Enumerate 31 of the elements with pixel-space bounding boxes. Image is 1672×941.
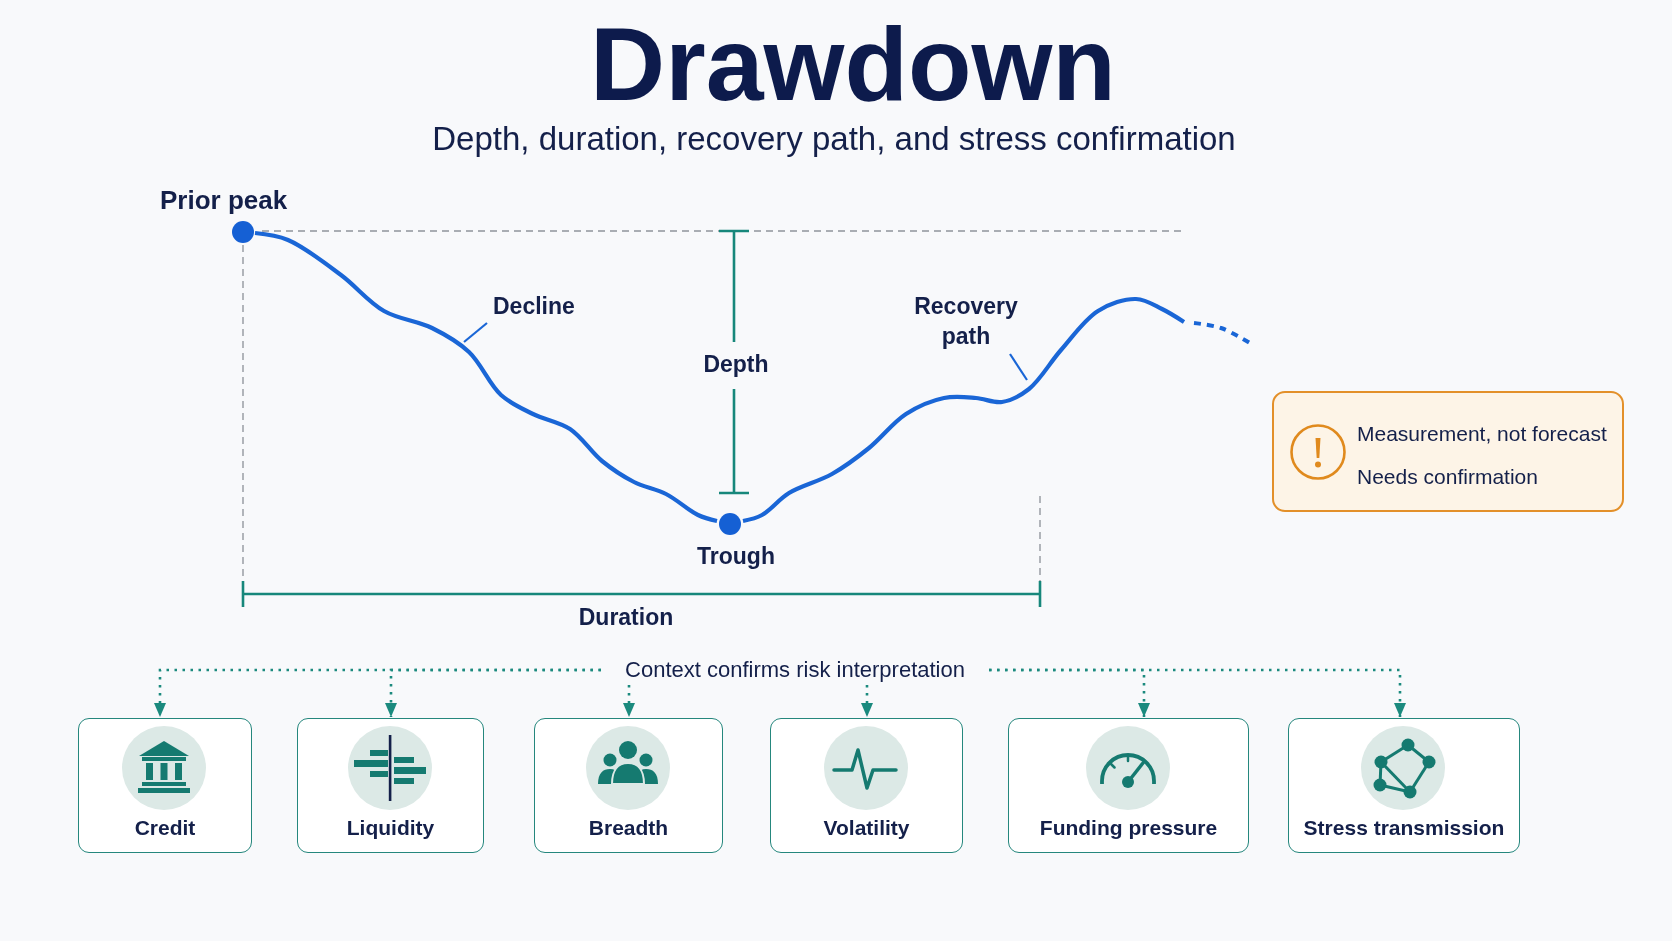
leader-line [1009, 353, 1028, 381]
card-label: Funding pressure [1038, 815, 1219, 841]
context-label: Context confirms risk interpretation [605, 655, 985, 685]
card-label: Liquidity [345, 815, 436, 841]
callout-box [1272, 391, 1624, 512]
card-label: Volatility [822, 815, 911, 841]
price-curve [252, 230, 1187, 524]
point-label: Prior peak [160, 185, 288, 217]
indicator-card [534, 718, 723, 853]
callout-text: Needs confirmation [1357, 464, 1538, 490]
indicator-card [770, 718, 963, 853]
title: Drawdown [590, 12, 1116, 116]
dimension-label: Depth [703, 351, 769, 379]
curve-label: Decline [493, 292, 575, 320]
card-label: Breadth [587, 815, 670, 841]
arrow [385, 668, 601, 717]
indicator-card [1008, 718, 1249, 853]
point-label: Trough [697, 543, 775, 571]
card-label: Credit [133, 815, 197, 841]
indicator-card [1288, 718, 1520, 853]
callout-text: Measurement, not forecast [1357, 421, 1607, 447]
leader-line [463, 322, 488, 343]
indicator-card [297, 718, 484, 853]
subtitle: Depth, duration, recovery path, and stress confirmation [432, 119, 1236, 159]
curve-label: Recovery path [910, 291, 1022, 351]
arrow [861, 685, 873, 717]
indicator-card [78, 718, 252, 853]
arrow [989, 668, 1406, 717]
arrow [623, 685, 635, 717]
card-label: Stress transmission [1302, 815, 1506, 841]
dimension-label: Duration [578, 604, 674, 632]
